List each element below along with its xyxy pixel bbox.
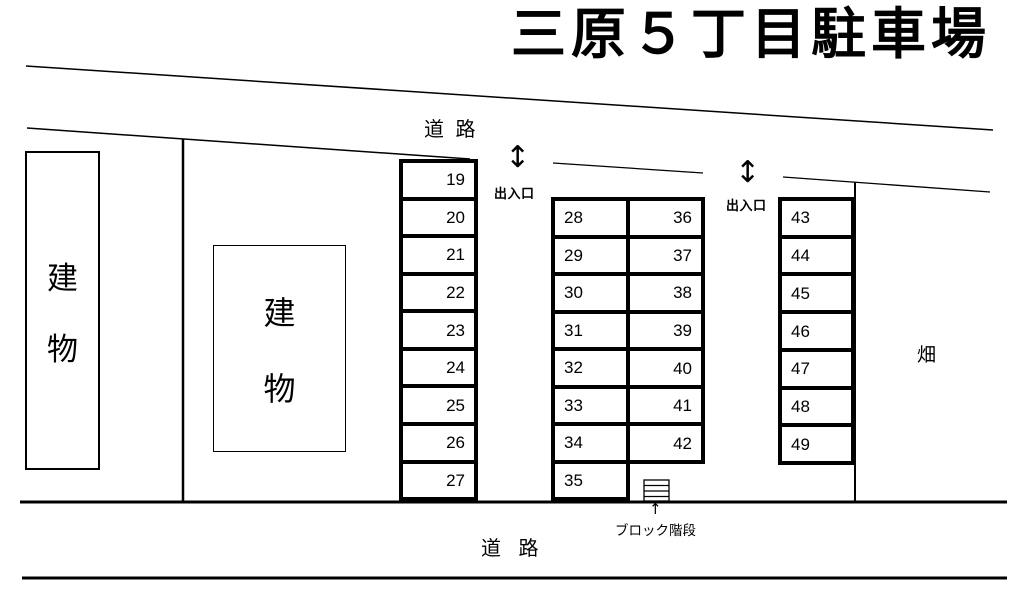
parking-space-24: 24 [403,351,474,389]
parking-space-21: 21 [403,238,474,276]
parking-space-26: 26 [403,426,474,464]
parking-space-23: 23 [403,313,474,351]
road-top-near-edge-line-1 [26,127,471,160]
building-label-char: 建 [47,260,78,296]
parking-space-19: 19 [403,163,474,201]
parking-space-47: 47 [782,352,851,390]
parking-space-42: 42 [673,433,692,453]
parking-space-38: 38 [630,276,701,314]
parking-space-33: 33 [555,389,626,426]
parking-space-30: 30 [555,276,626,314]
entrance-double-arrow-icon: ↕ [505,140,531,175]
building-west: 建 物 [25,151,100,470]
road-top-near-edge-line-3 [782,176,991,193]
parking-space-27: 27 [446,470,465,490]
building-label-char: 建 [263,294,296,331]
parking-space-20: 20 [403,201,474,239]
road-label-top: 道 路 [424,119,479,141]
entrance-label-2: 出入口 [726,198,767,213]
parking-space-32: 32 [555,351,626,389]
parking-space-43: 43 [782,201,851,239]
parking-space-44: 44 [782,239,851,277]
building-label-char: 物 [263,370,296,407]
parking-space-48: 48 [782,390,851,428]
entrance-label-1: 出入口 [494,186,535,201]
stairs-up-arrow-icon: ↑ [649,500,662,518]
parking-space-28: 28 [555,201,626,239]
parking-space-40: 40 [630,351,701,389]
parking-space-35: 35 [564,470,583,490]
block-stairs-icon [643,479,670,502]
building-label-char: 物 [47,331,78,367]
building-center: 建 物 [213,245,346,452]
road-top-far-edge-line [25,65,994,131]
page-title: 三原５丁目駐車場 [511,3,992,65]
parking-space-31: 31 [555,314,626,351]
road-top-near-edge-line-2 [552,162,704,174]
parking-space-45: 45 [782,276,851,315]
road-label-bottom: 道 路 [481,538,545,560]
parking-space-37: 37 [630,239,701,277]
parking-space-49: 49 [791,434,810,454]
parking-space-29: 29 [555,239,626,276]
parking-space-34: 34 [555,426,626,464]
parking-space-46: 46 [782,314,851,352]
entrance-double-arrow-icon: ↕ [735,155,761,190]
parking-space-25: 25 [403,388,474,426]
parking-space-36: 36 [630,201,701,239]
parking-space-41: 41 [630,389,701,427]
parking-space-39: 39 [630,314,701,352]
parking-space-22: 22 [403,276,474,314]
block-stairs-label: ブロック階段 [615,523,696,538]
field-label: 畑 [917,345,937,366]
